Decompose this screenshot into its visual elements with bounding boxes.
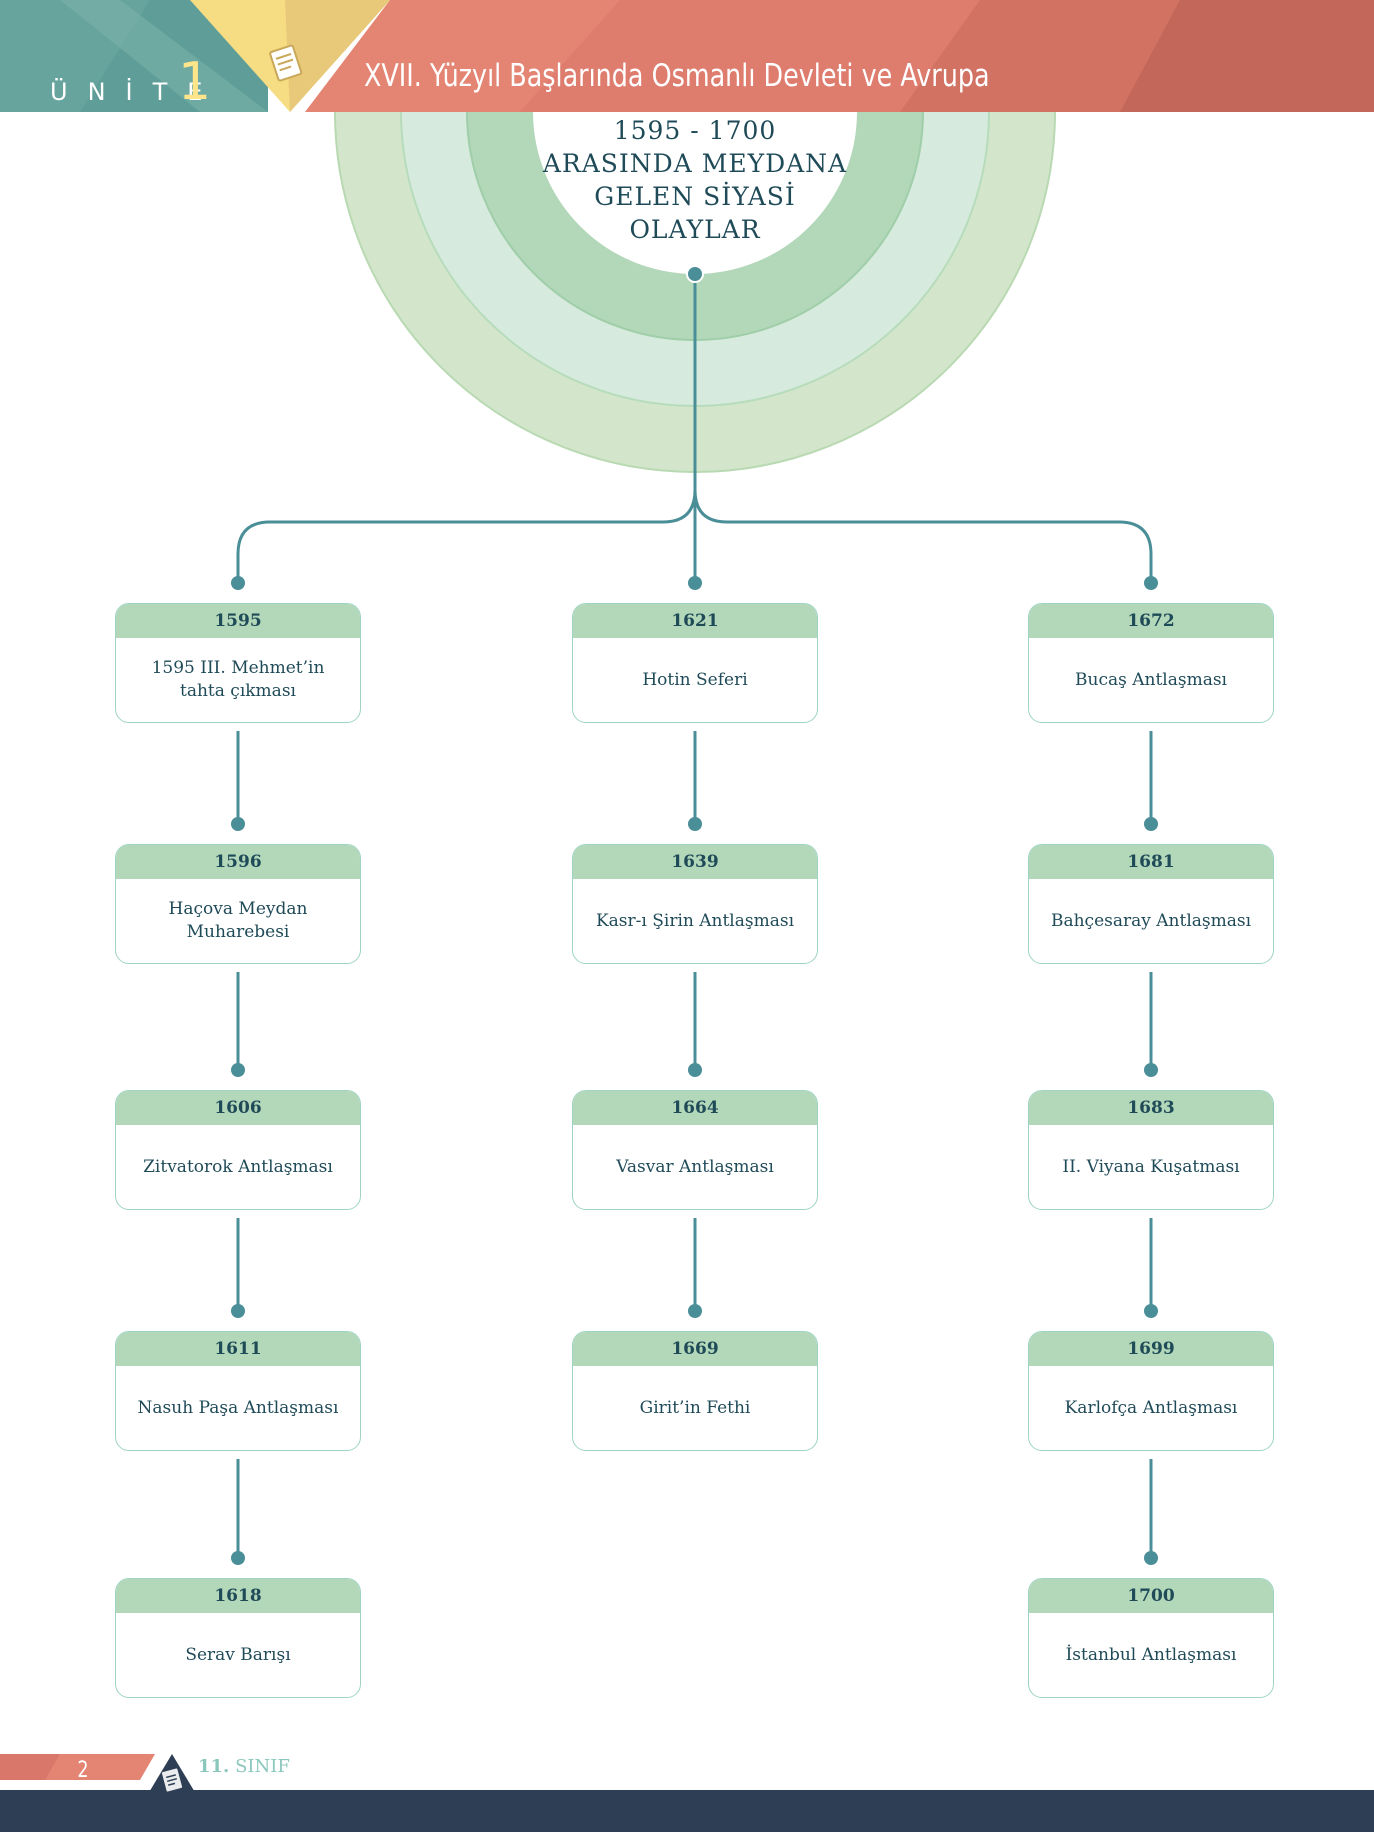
event-description: Vasvar Antlaşması bbox=[573, 1125, 817, 1209]
event-description-line: Bahçesaray Antlaşması bbox=[1050, 910, 1252, 931]
event-year: 1700 bbox=[1029, 1579, 1273, 1613]
event-description-line: tahta çıkması bbox=[180, 681, 296, 701]
unit-number: 1 bbox=[178, 52, 212, 112]
event-year: 1611 bbox=[116, 1332, 360, 1366]
event-description: İstanbul Antlaşması bbox=[1029, 1613, 1273, 1697]
event-year: 1606 bbox=[116, 1091, 360, 1125]
event-description-line: Bucaş Antlaşması bbox=[1075, 669, 1227, 690]
connector-dot bbox=[1144, 1304, 1158, 1318]
branch-connector bbox=[236, 489, 1153, 583]
header-background bbox=[0, 0, 1374, 112]
root-title-line: GELEN SİYASİ bbox=[594, 182, 796, 211]
event-box: 1595 1595 III. Mehmet’in tahta çıkması bbox=[115, 603, 361, 723]
unit-label: ÜNİTE bbox=[50, 78, 223, 106]
event-description: Kasr-ı Şirin Antlaşması bbox=[573, 879, 817, 963]
event-description-line: Muharebesi bbox=[186, 922, 290, 942]
event-year: 1699 bbox=[1029, 1332, 1273, 1366]
root-title-line: ARASINDA MEYDANA bbox=[542, 149, 848, 178]
event-year: 1672 bbox=[1029, 604, 1273, 638]
event-description-line: Kasr-ı Şirin Antlaşması bbox=[595, 910, 795, 931]
event-description-line: Nasuh Paşa Antlaşması bbox=[137, 1397, 339, 1418]
connector-dot bbox=[231, 1551, 245, 1565]
event-description-line: Serav Barışı bbox=[185, 1644, 291, 1665]
connector-dot bbox=[688, 817, 702, 831]
grade-text: SINIF bbox=[235, 1756, 290, 1777]
event-description-line: Haçova Meydan bbox=[168, 899, 308, 919]
event-description: Karlofça Antlaşması bbox=[1029, 1366, 1273, 1450]
event-year: 1639 bbox=[573, 845, 817, 879]
event-description-line: Girit’in Fethi bbox=[639, 1397, 751, 1418]
connector-dot bbox=[231, 1304, 245, 1318]
event-year: 1621 bbox=[573, 604, 817, 638]
event-description: Bahçesaray Antlaşması bbox=[1029, 879, 1273, 963]
event-description: Girit’in Fethi bbox=[573, 1366, 817, 1450]
connector-dot bbox=[1144, 817, 1158, 831]
root-title-line: 1595 - 1700 bbox=[613, 116, 777, 145]
grade-label: 11. SINIF bbox=[198, 1756, 290, 1777]
event-year: 1595 bbox=[116, 604, 360, 638]
root-node-dot bbox=[686, 265, 704, 283]
grade-number: 11. bbox=[198, 1756, 230, 1777]
connector-dot bbox=[1144, 1551, 1158, 1565]
event-year: 1681 bbox=[1029, 845, 1273, 879]
event-year: 1618 bbox=[116, 1579, 360, 1613]
connector-dot bbox=[688, 576, 702, 590]
root-title-line: OLAYLAR bbox=[629, 215, 761, 244]
connector-dot bbox=[231, 817, 245, 831]
event-description: Bucaş Antlaşması bbox=[1029, 638, 1273, 722]
book-icon bbox=[262, 40, 310, 88]
event-year: 1596 bbox=[116, 845, 360, 879]
connector-dot bbox=[688, 1063, 702, 1077]
page-number: 2 bbox=[77, 1758, 89, 1783]
event-year: 1669 bbox=[573, 1332, 817, 1366]
event-description: Nasuh Paşa Antlaşması bbox=[116, 1366, 360, 1450]
connector-dot bbox=[1144, 1063, 1158, 1077]
connector-dot bbox=[1144, 576, 1158, 590]
event-description: II. Viyana Kuşatması bbox=[1029, 1125, 1273, 1209]
page-header: ÜNİTE 1 XVII. Yüzyıl Başlarında Osmanlı … bbox=[0, 0, 1374, 112]
page-footer: 2 11. SINIF bbox=[0, 1750, 1374, 1832]
event-description-line: Vasvar Antlaşması bbox=[616, 1156, 774, 1177]
event-year: 1683 bbox=[1029, 1091, 1273, 1125]
event-year: 1664 bbox=[573, 1091, 817, 1125]
page-title: XVII. Yüzyıl Başlarında Osmanlı Devleti … bbox=[364, 58, 990, 94]
event-description-line: Karlofça Antlaşması bbox=[1064, 1397, 1238, 1418]
footer-background bbox=[0, 1754, 1374, 1832]
event-description-line: Hotin Seferi bbox=[642, 669, 748, 690]
connector-dot bbox=[231, 576, 245, 590]
event-description-line: 1595 III. Mehmet’in bbox=[151, 658, 325, 678]
connector-dot bbox=[688, 1304, 702, 1318]
event-description: Serav Barışı bbox=[116, 1613, 360, 1697]
event-description: Hotin Seferi bbox=[573, 638, 817, 722]
event-description: Zitvatorok Antlaşması bbox=[116, 1125, 360, 1209]
root-title: 1595 - 1700 ARASINDA MEYDANA GELEN SİYAS… bbox=[535, 114, 855, 246]
event-description: 1595 III. Mehmet’in tahta çıkması bbox=[116, 638, 360, 722]
event-description-line: II. Viyana Kuşatması bbox=[1062, 1156, 1240, 1177]
connector-dot bbox=[231, 1063, 245, 1077]
event-description-line: Zitvatorok Antlaşması bbox=[143, 1156, 333, 1177]
event-description-line: İstanbul Antlaşması bbox=[1065, 1644, 1237, 1665]
